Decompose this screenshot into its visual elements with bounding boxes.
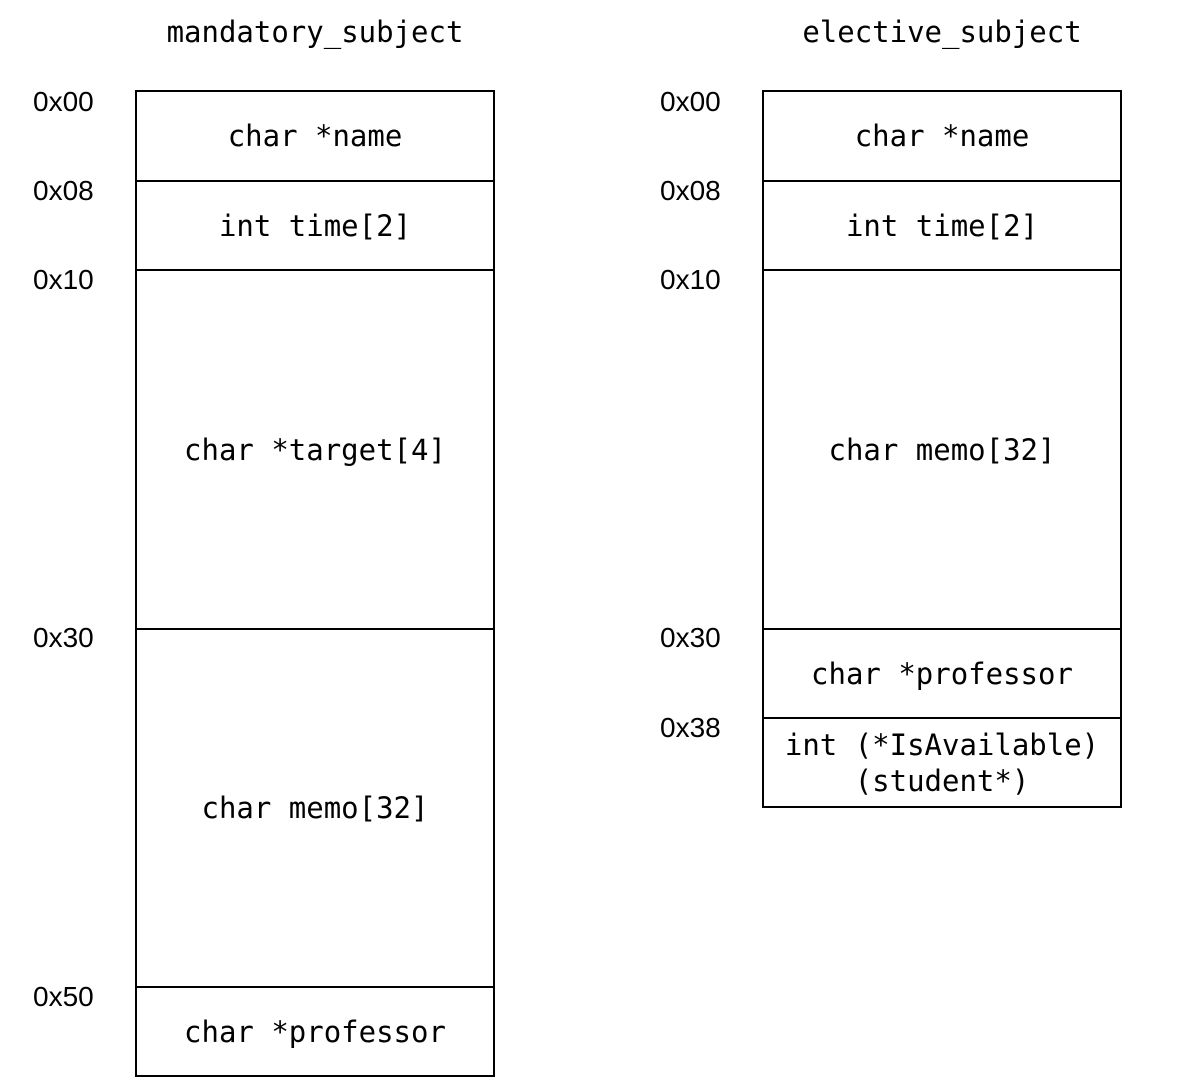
field-box-name: char *name <box>762 90 1122 182</box>
field-box-name: char *name <box>135 90 495 182</box>
field-box-memo: char memo[32] <box>762 269 1122 630</box>
struct-title: elective_subject <box>802 15 1082 49</box>
field-offset: 0x00 <box>660 86 721 117</box>
field-offset: 0x10 <box>660 264 721 295</box>
field-offset: 0x30 <box>33 622 94 653</box>
field-box-is-available: int (*IsAvailable) (student*) <box>762 717 1122 808</box>
field-offset: 0x38 <box>660 712 721 743</box>
field-offset: 0x00 <box>33 86 94 117</box>
field-offset: 0x08 <box>33 175 94 206</box>
field-box-time: int time[2] <box>762 180 1122 271</box>
struct-title: mandatory_subject <box>166 15 464 49</box>
field-offset: 0x10 <box>33 264 94 295</box>
field-box-target: char *target[4] <box>135 269 495 630</box>
field-box-professor: char *professor <box>135 986 495 1077</box>
field-offset: 0x50 <box>33 981 94 1012</box>
field-box-professor: char *professor <box>762 628 1122 719</box>
field-box-memo: char memo[32] <box>135 628 495 988</box>
field-box-time: int time[2] <box>135 180 495 271</box>
field-offset: 0x08 <box>660 175 721 206</box>
field-offset: 0x30 <box>660 622 721 653</box>
